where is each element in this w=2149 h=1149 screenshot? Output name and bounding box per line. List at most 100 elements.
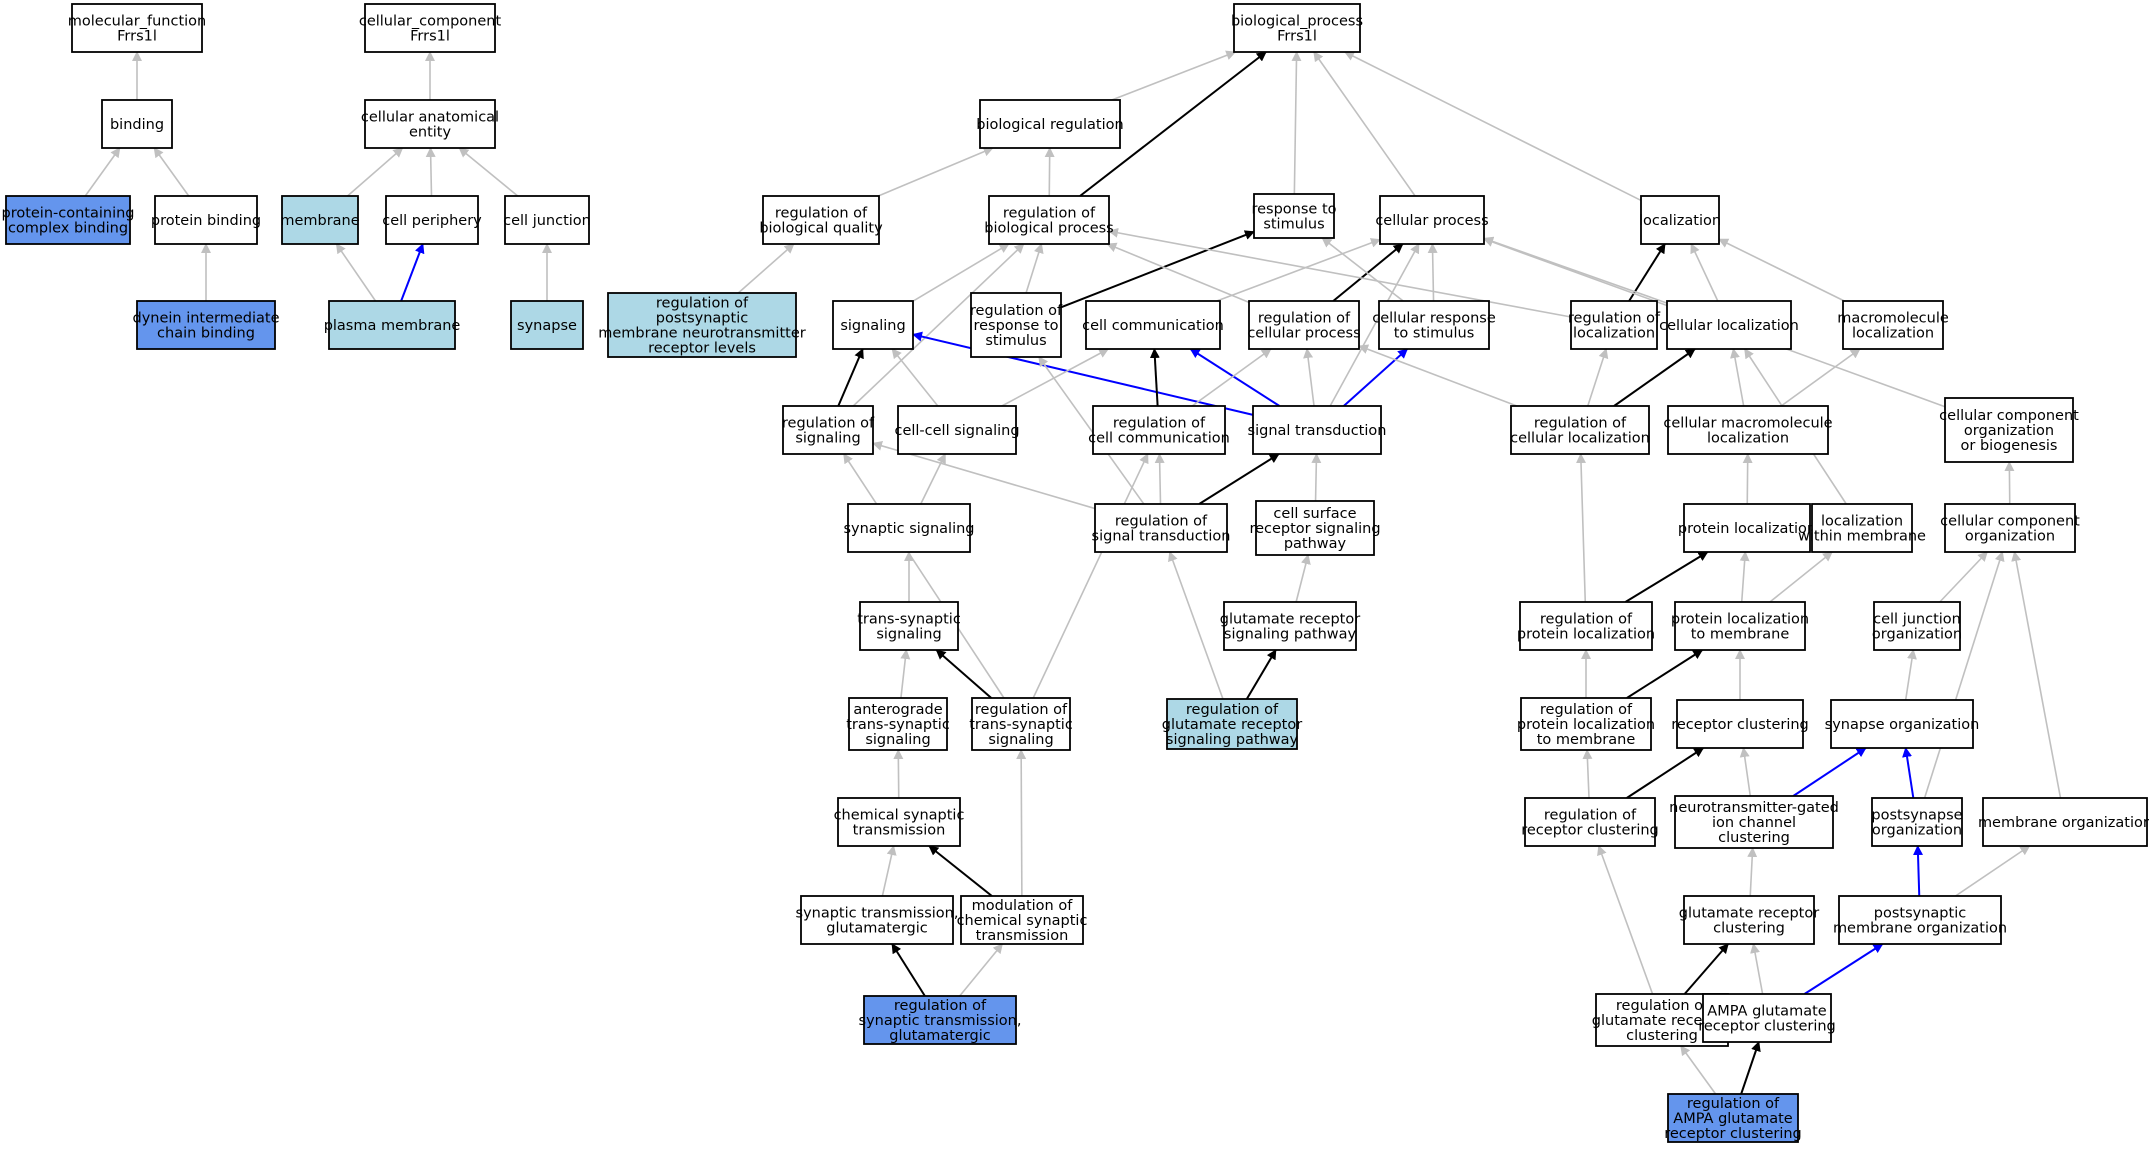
node-cellcomm[interactable]: cell communication bbox=[1082, 300, 1224, 350]
node-box bbox=[1666, 300, 1792, 350]
node-box bbox=[1252, 405, 1382, 455]
node-label-line: glutamate receptor bbox=[1592, 1013, 1732, 1029]
node-label-line: cell periphery bbox=[382, 213, 482, 229]
node-label-line: localization bbox=[1821, 514, 1903, 530]
edge-sigtrans-to-cellproc bbox=[1329, 243, 1420, 407]
node-cellper[interactable]: cell periphery bbox=[382, 195, 482, 245]
edge-pm-to-membrane bbox=[335, 243, 377, 302]
node-pb[interactable]: protein binding bbox=[151, 195, 261, 245]
node-label-line: localization bbox=[1707, 431, 1789, 447]
node-label-line: signal transduction bbox=[1092, 529, 1231, 545]
node-label-line: transmission bbox=[853, 823, 946, 839]
node-label-line: within membrane bbox=[1798, 529, 1926, 545]
node-label-line: regulation of bbox=[1115, 514, 1208, 530]
node-box bbox=[510, 300, 584, 350]
node-label-line: dynein intermediate bbox=[132, 311, 279, 327]
node-box bbox=[848, 697, 948, 751]
node-cellproc[interactable]: cellular process bbox=[1375, 195, 1489, 245]
edge-cellproc-to-bp bbox=[1313, 51, 1416, 197]
node-memorg[interactable]: membrane organization bbox=[1978, 797, 2149, 847]
node-label-line: cellular_component bbox=[359, 14, 502, 30]
node-protloc[interactable]: protein localization bbox=[1678, 503, 1816, 553]
node-rc[interactable]: receptor clustering bbox=[1671, 699, 1809, 749]
edge-regsig-to-regbp bbox=[852, 243, 1025, 407]
node-so[interactable]: synapse organization bbox=[1825, 699, 1980, 749]
node-synapse[interactable]: synapse bbox=[510, 300, 584, 350]
node-signaling[interactable]: signaling bbox=[832, 300, 914, 350]
node-stg[interactable]: synaptic transmission,glutamatergic bbox=[796, 895, 959, 945]
node-label-line: chemical synaptic bbox=[834, 808, 965, 824]
edge-regpl-to-protloc bbox=[1624, 551, 1709, 603]
node-loc[interactable]: localization bbox=[1639, 195, 1721, 245]
node-pm[interactable]: plasma membrane bbox=[324, 300, 461, 350]
edge-regloc-to-loc bbox=[1628, 243, 1666, 302]
node-binding[interactable]: binding bbox=[101, 99, 173, 149]
node-membrane[interactable]: membrane bbox=[280, 195, 360, 245]
node-celljunc[interactable]: cell junction bbox=[503, 195, 591, 245]
node-box bbox=[800, 895, 954, 945]
node-label-line: cell junction bbox=[503, 213, 591, 229]
edge-sigtrans-to-cellcomm bbox=[1189, 348, 1281, 407]
node-label-line: membrane organization bbox=[1978, 815, 2149, 831]
node-label-line: Frrs1l bbox=[410, 29, 450, 45]
node-sigtrans[interactable]: signal transduction bbox=[1248, 405, 1387, 455]
node-box bbox=[136, 300, 276, 350]
node-label-line: cell communication bbox=[1088, 431, 1230, 447]
node-synsig[interactable]: synaptic signaling bbox=[843, 503, 975, 553]
node-label-line: to stimulus bbox=[1394, 326, 1475, 342]
node-box bbox=[1830, 699, 1974, 749]
node-label-line: localization bbox=[1852, 326, 1934, 342]
node-box bbox=[364, 3, 496, 53]
node-label-line: organization bbox=[1872, 627, 1962, 643]
node-box bbox=[1683, 503, 1811, 553]
node-ccsig[interactable]: cell-cell signaling bbox=[894, 405, 1020, 455]
edge-pso-to-cco bbox=[1923, 551, 2005, 799]
node-bioreg[interactable]: biological regulation bbox=[976, 99, 1124, 149]
node-cellloc[interactable]: cellular localization bbox=[1659, 300, 1799, 350]
